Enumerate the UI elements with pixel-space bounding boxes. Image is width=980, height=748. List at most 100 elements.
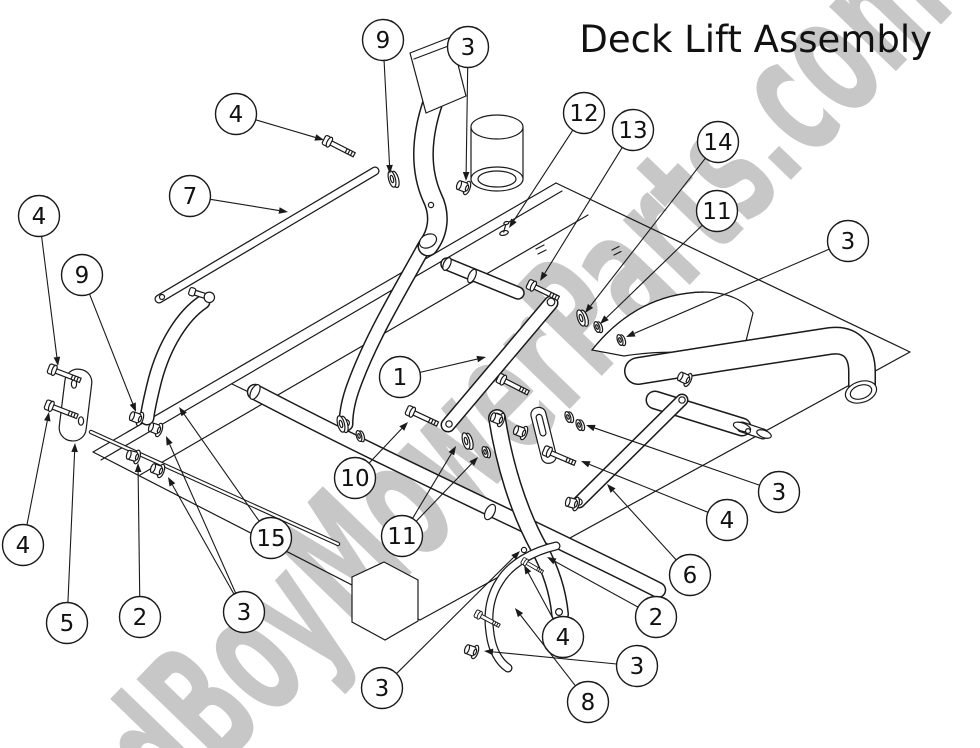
leader-arrowhead xyxy=(585,303,594,313)
balloon-number: 9 xyxy=(75,263,90,289)
pivot-stub-tube xyxy=(440,257,525,300)
spacer-sleeve xyxy=(470,114,524,192)
leader-line xyxy=(171,484,235,595)
deck-corner-pocket xyxy=(351,561,419,641)
balloon-circle xyxy=(1,523,45,567)
leader-arrowhead xyxy=(71,443,78,453)
lift-arm-1 xyxy=(440,295,559,433)
balloon-number: 11 xyxy=(387,524,416,550)
callout-6: 6 xyxy=(607,484,712,597)
balloon-circle xyxy=(60,253,104,297)
balloon-number: 14 xyxy=(703,130,732,156)
balloon-circle xyxy=(696,120,740,164)
leader-arrowhead xyxy=(386,164,393,174)
callout-3: 3 xyxy=(586,424,801,514)
callout-4: 4 xyxy=(214,92,324,141)
leader-arrowhead xyxy=(44,412,51,422)
leader-line xyxy=(383,60,391,166)
leader-arrowhead xyxy=(462,171,470,181)
balloon-circle xyxy=(757,470,801,514)
callout-5: 5 xyxy=(45,443,89,645)
leader-line xyxy=(396,556,515,674)
leader-line xyxy=(419,358,478,373)
balloon-circle xyxy=(566,680,610,724)
leader-arrowhead xyxy=(524,565,532,575)
leader-arrowhead xyxy=(607,484,616,493)
frame-tick-mark xyxy=(611,245,622,256)
frame-tick-mark xyxy=(535,244,547,255)
balloon-number: 6 xyxy=(683,563,698,589)
balloon-circle xyxy=(333,456,377,500)
tube-pin-hole xyxy=(744,428,751,435)
leader-line xyxy=(415,463,473,522)
leader-arrowhead xyxy=(469,457,478,466)
balloon-number: 3 xyxy=(375,676,390,702)
balloon-circle xyxy=(446,25,490,69)
leader-arrowhead xyxy=(399,422,408,431)
leader-line xyxy=(634,248,830,334)
balloon-number: 4 xyxy=(556,625,571,651)
leader-arrowhead xyxy=(168,477,176,487)
leader-arrowhead xyxy=(600,315,609,324)
balloon-circle xyxy=(634,595,678,639)
balloon-number: 15 xyxy=(256,526,285,552)
callout-12: 12 xyxy=(509,91,606,228)
balloon-number: 3 xyxy=(630,654,645,680)
leader-arrowhead xyxy=(484,648,494,656)
balloon-circle xyxy=(378,355,422,399)
leader-line xyxy=(169,444,237,594)
callout-3: 3 xyxy=(446,25,490,181)
leader-line xyxy=(492,651,617,665)
callout-3: 3 xyxy=(484,644,659,688)
leader-line xyxy=(594,427,760,486)
leader-arrowhead xyxy=(515,608,524,618)
balloon-circle xyxy=(360,666,404,710)
callout-8: 8 xyxy=(515,608,610,724)
callout-3: 3 xyxy=(626,219,870,337)
balloon-number: 9 xyxy=(376,28,391,54)
leader-line xyxy=(26,420,48,525)
leader-arrowhead xyxy=(476,355,486,363)
leader-arrowhead xyxy=(278,207,288,214)
lift-rod-7 xyxy=(154,166,380,304)
leader-arrowhead xyxy=(448,446,456,456)
leader-arrowhead xyxy=(166,436,173,446)
callout-4: 4 xyxy=(1,412,51,567)
leader-line xyxy=(368,428,403,464)
balloon-circle xyxy=(668,553,712,597)
balloon-number: 3 xyxy=(461,35,476,61)
balloon-circle xyxy=(541,615,585,659)
balloon-number: 8 xyxy=(581,690,596,716)
balloon-circle xyxy=(826,219,870,263)
callout-3: 3 xyxy=(166,436,266,634)
leader-arrowhead xyxy=(626,330,636,337)
balloon-number: 5 xyxy=(60,611,75,637)
leader-arrowhead xyxy=(134,463,142,473)
leader-line xyxy=(520,614,576,687)
balloon-number: 4 xyxy=(229,102,244,128)
balloon-number: 2 xyxy=(133,605,148,631)
balloon-number: 4 xyxy=(16,533,31,559)
lever-pivot-slot xyxy=(418,233,438,249)
callout-13: 13 xyxy=(540,108,655,281)
balloon-number: 1 xyxy=(393,365,408,391)
leader-line xyxy=(612,490,677,561)
leader-arrowhead xyxy=(509,218,517,228)
callout-14: 14 xyxy=(585,120,740,313)
callout-1: 1 xyxy=(378,355,486,399)
leader-line xyxy=(210,198,280,212)
balloon-number: 12 xyxy=(569,101,598,127)
leader-line xyxy=(590,157,706,307)
balloon-circle xyxy=(695,189,739,233)
balloon-number: 10 xyxy=(340,466,369,492)
leader-arrowhead xyxy=(511,551,520,560)
leader-line xyxy=(89,293,134,404)
callout-3: 3 xyxy=(360,551,520,710)
balloon-number: 3 xyxy=(237,600,252,626)
balloon-circle xyxy=(168,174,212,218)
balloon-circle xyxy=(214,92,258,136)
balloon-circle xyxy=(17,194,61,238)
leader-arrowhead xyxy=(53,356,61,366)
balloon-circle xyxy=(249,516,293,560)
